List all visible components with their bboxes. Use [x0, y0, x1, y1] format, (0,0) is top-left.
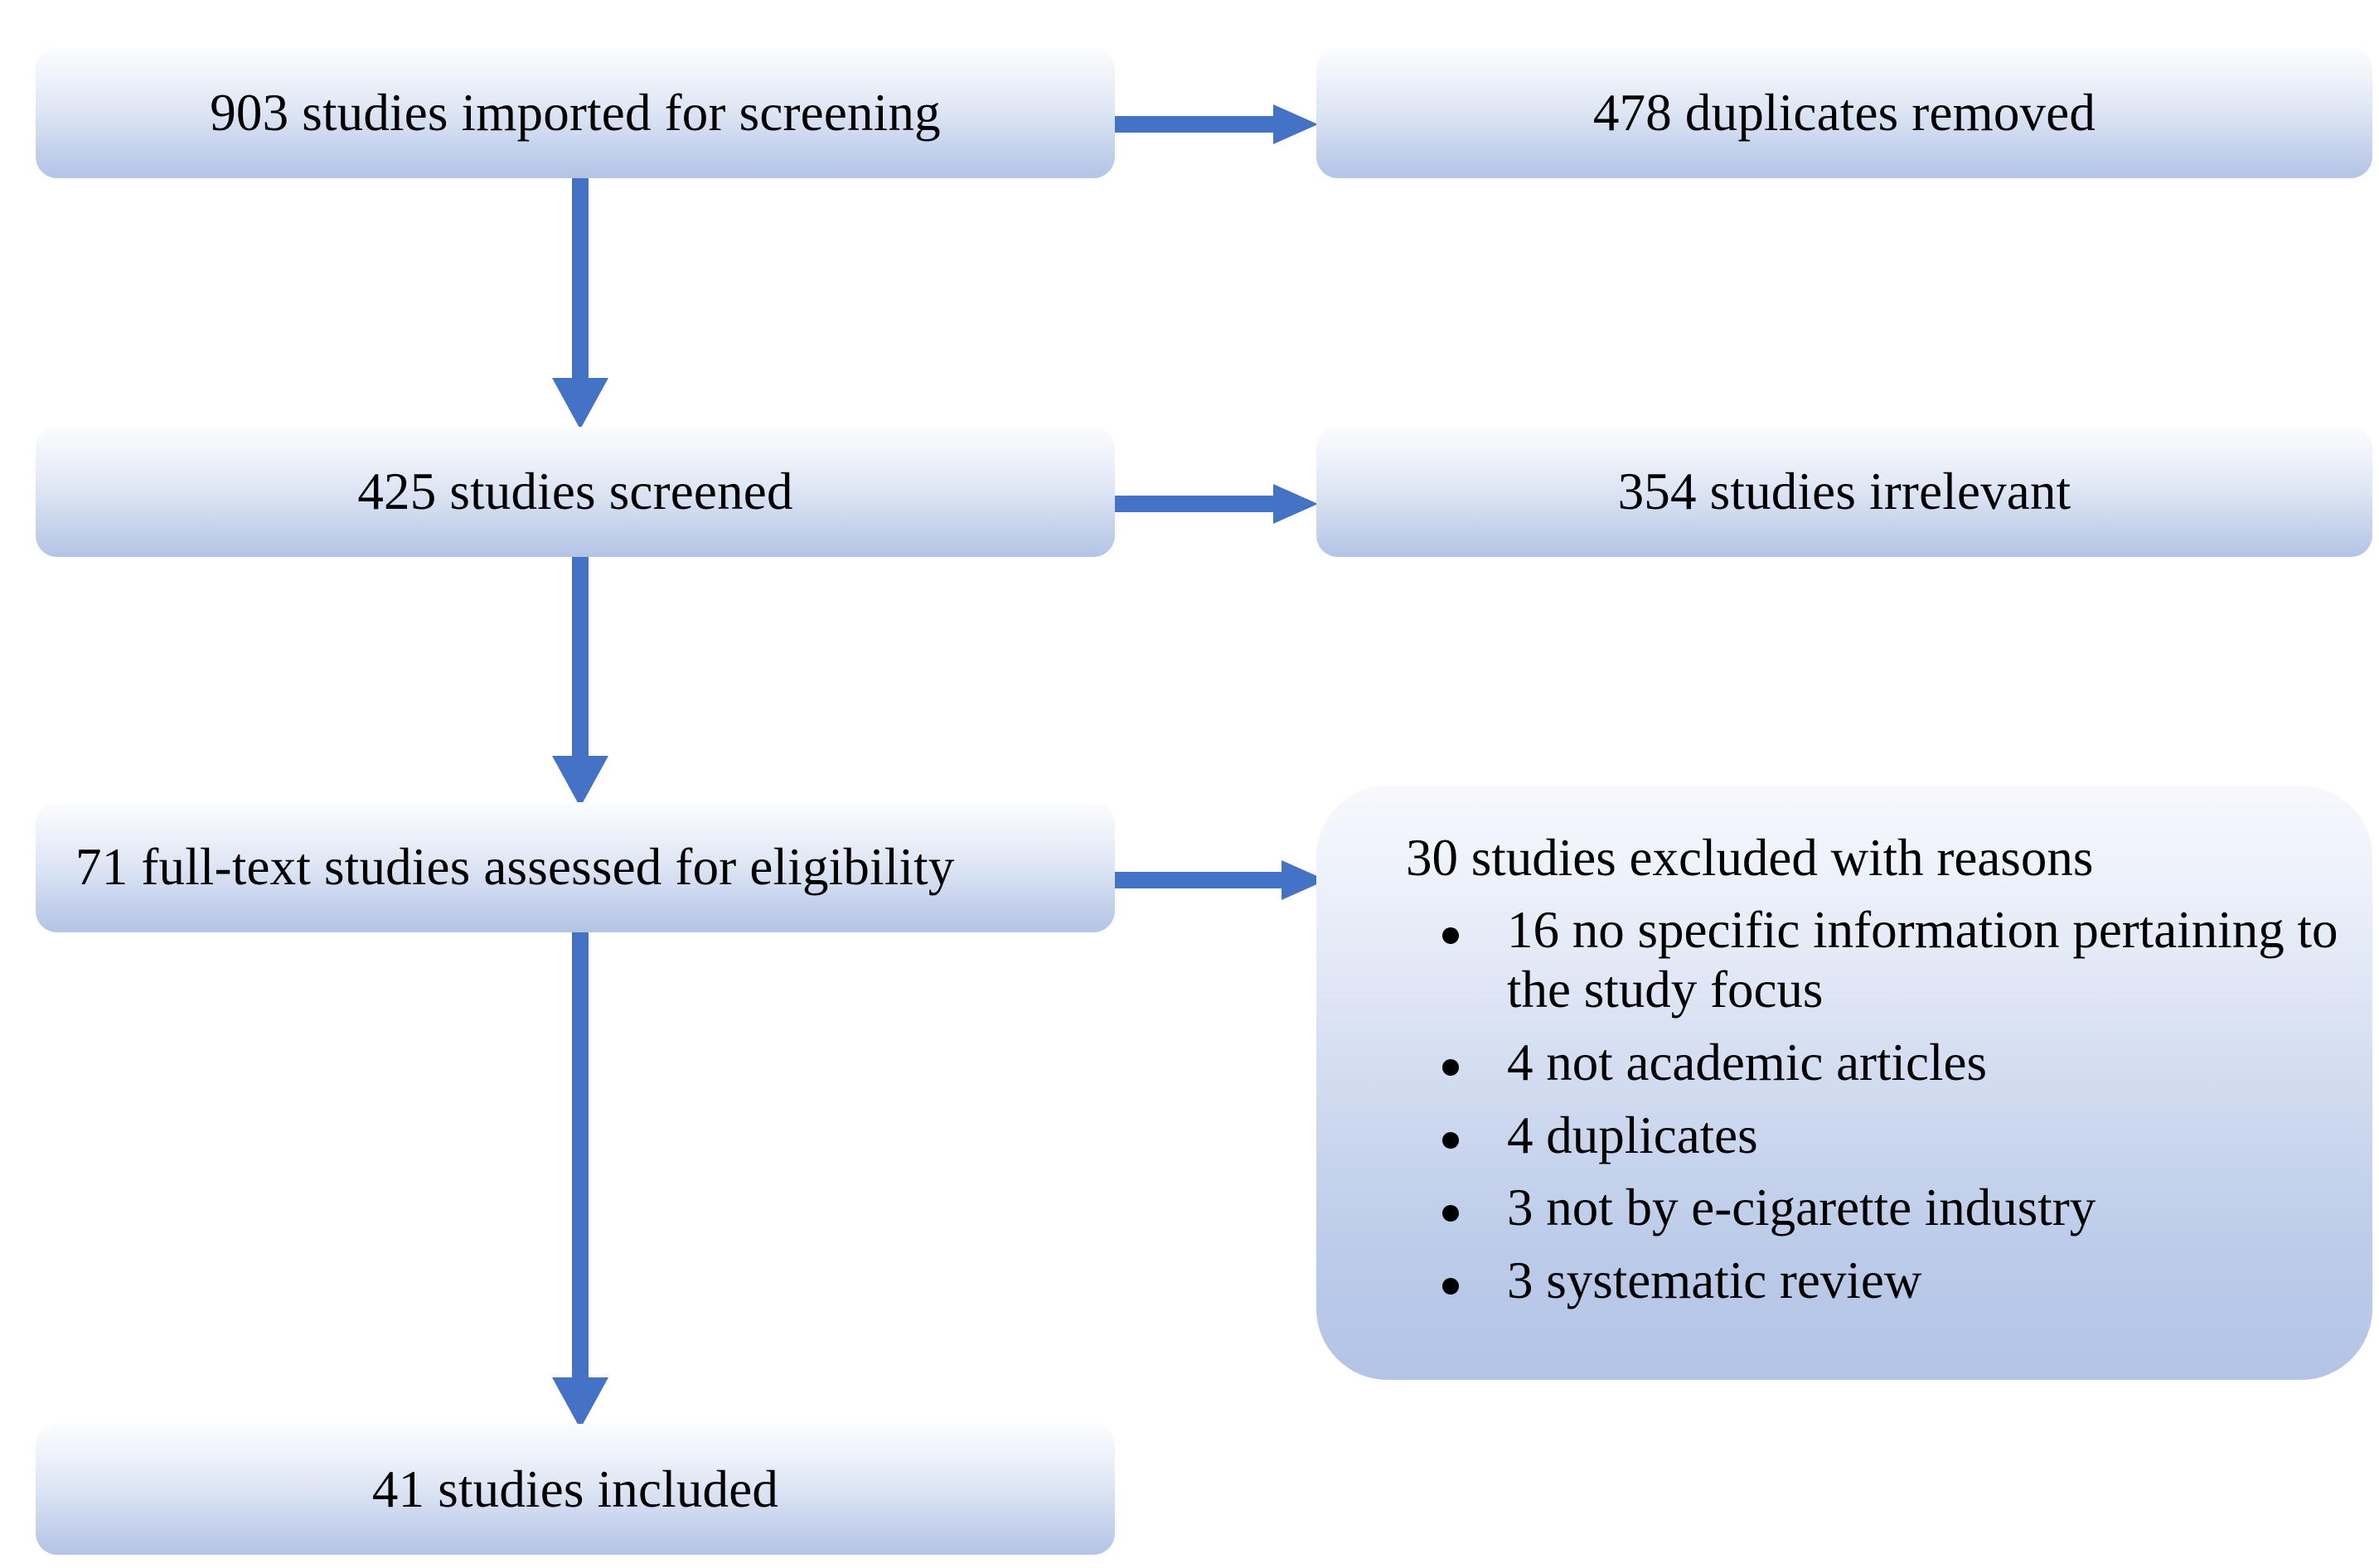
- excluded-title: 30 studies excluded with reasons: [1406, 829, 2094, 887]
- bullet-icon: [1442, 1059, 1459, 1077]
- excluded-reason-item: 4 not academic articles: [1406, 1033, 2339, 1093]
- excluded-reason-item: 4 duplicates: [1406, 1106, 2339, 1166]
- excluded-reason-text: 16 no specific information pertaining to…: [1507, 901, 2338, 1019]
- node-excluded[interactable]: 30 studies excluded with reasons 16 no s…: [1316, 786, 2372, 1380]
- node-duplicates[interactable]: 478 duplicates removed: [1316, 47, 2372, 178]
- arrow-eligibility-to-included: [552, 932, 608, 1429]
- excluded-reason-list: 16 no specific information pertaining to…: [1406, 901, 2339, 1311]
- excluded-reason-text: 4 duplicates: [1507, 1106, 1758, 1164]
- node-duplicates-label: 478 duplicates removed: [1592, 83, 2096, 142]
- node-included[interactable]: 41 studies included: [36, 1424, 1115, 1555]
- excluded-reason-item: 3 not by e-cigarette industry: [1406, 1178, 2339, 1238]
- excluded-content: 30 studies excluded with reasons 16 no s…: [1316, 786, 2372, 1344]
- node-identification-label: 903 studies imported for screening: [210, 83, 941, 142]
- node-irrelevant[interactable]: 354 studies irrelevant: [1316, 427, 2372, 557]
- excluded-reason-item: 16 no specific information pertaining to…: [1406, 901, 2339, 1020]
- arrow-eligibility-to-excluded: [1114, 860, 1326, 900]
- arrow-identification-to-screened: [552, 177, 608, 429]
- bullet-icon: [1442, 1204, 1459, 1222]
- arrow-screened-to-irrelevant: [1114, 484, 1318, 524]
- node-identification[interactable]: 903 studies imported for screening: [36, 47, 1115, 178]
- excluded-reason-text: 4 not academic articles: [1507, 1033, 1987, 1091]
- bullet-icon: [1442, 927, 1459, 944]
- node-screened[interactable]: 425 studies screened: [36, 427, 1115, 557]
- excluded-reason-item: 3 systematic review: [1406, 1251, 2339, 1311]
- bullet-icon: [1442, 1277, 1459, 1295]
- arrow-identification-to-duplicates: [1114, 104, 1318, 144]
- node-included-label: 41 studies included: [371, 1459, 779, 1518]
- node-irrelevant-label: 354 studies irrelevant: [1617, 462, 2071, 521]
- excluded-reason-text: 3 not by e-cigarette industry: [1507, 1178, 2096, 1237]
- node-eligibility[interactable]: 71 full-text studies assessed for eligib…: [36, 802, 1115, 932]
- arrow-screened-to-eligibility: [552, 555, 608, 807]
- excluded-reason-text: 3 systematic review: [1507, 1251, 1922, 1310]
- node-screened-label: 425 studies screened: [357, 462, 793, 521]
- bullet-icon: [1442, 1132, 1459, 1149]
- node-eligibility-label: 71 full-text studies assessed for eligib…: [75, 838, 955, 897]
